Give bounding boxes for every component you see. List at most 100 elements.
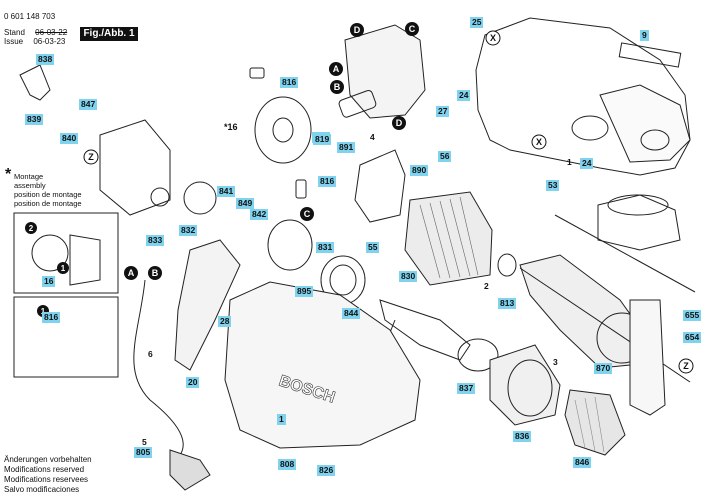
part-label-870: 870 [594,363,613,374]
part-label-836: 836 [513,431,532,442]
callout-C1: C [405,22,419,36]
montage-line-3: position de montage [14,190,82,199]
depth-gauge [554,214,696,293]
callout-B2: B [148,266,162,280]
part-label-16-star: *16 [224,122,238,132]
callout-B1: B [330,80,344,94]
label-strip [618,42,682,68]
footer-line-es: Salvo modificaciones [4,485,80,494]
switch-lever [338,90,377,118]
callout-X1: X [485,30,501,46]
callout-Z2: Z [678,358,694,374]
inset-callout-1a: 1 [57,262,69,274]
part-label-55: 55 [366,242,380,253]
part-label-831: 831 [316,242,335,253]
part-label-816-inset: 816 [42,312,61,323]
issue-date: 06-03-23 [33,37,66,46]
brush-plate-top-inner [272,117,294,143]
main-body-housing [224,281,421,449]
fan-841 [183,181,217,215]
callout-D2: D [392,116,406,130]
part-label-849: 849 [236,198,255,209]
bearing-833 [150,187,170,207]
part-label-1-top: 1 [567,157,572,167]
part-label-833: 833 [146,235,165,246]
housing-handle-grip [599,84,691,163]
part-label-27: 27 [436,106,450,117]
montage-line-1: Montage [14,172,44,181]
part-label-20: 20 [186,377,200,388]
switch-block [344,24,426,119]
gear-831 [267,219,313,271]
callout-X2: X [531,134,547,150]
part-label-3: 3 [553,357,558,367]
part-label-2: 2 [484,281,489,291]
callout-D1: D [350,23,364,37]
part-label-9: 9 [640,30,649,41]
part-label-24-b: 24 [580,158,594,169]
part-label-16-inset: 16 [42,276,56,287]
handle-28 [174,239,241,371]
svg-text:X: X [490,33,496,43]
chuck-836 [489,344,561,426]
footer-line-en: Modifications reserved [4,465,85,474]
part-label-6: 6 [148,349,153,359]
part-label-56: 56 [438,151,452,162]
svg-text:A: A [128,268,135,278]
chuck-846 [564,389,626,456]
stand-text: Stand [4,28,25,37]
part-label-654: 654 [683,332,702,343]
housing-bore [571,115,609,141]
part-label-28: 28 [218,316,232,327]
svg-text:X: X [536,137,542,147]
brush-816b [295,179,307,199]
svg-text:A: A [333,64,340,74]
part-label-832: 832 [179,225,198,236]
part-label-805: 805 [134,447,153,458]
svg-text:Z: Z [683,361,689,371]
part-label-813: 813 [498,298,517,309]
svg-text:B: B [152,268,159,278]
stand-date-old: 06-03-22 [35,28,68,37]
part-label-53: 53 [546,180,560,191]
brush-cage [354,149,406,223]
part-label-1-bottom: 1 [277,414,286,425]
footer-line-fr: Modifications reservees [4,475,89,484]
part-label-826: 826 [317,465,336,476]
part-label-846: 846 [573,457,592,468]
montage-star: * [5,166,12,183]
part-label-844: 844 [342,308,361,319]
tool-838 [19,64,51,101]
part-label-890: 890 [410,165,429,176]
part-label-4: 4 [370,132,375,142]
inset-box-upper [13,212,119,294]
gear-ring-895-inner [329,264,357,296]
part-label-837: 837 [457,383,476,394]
bearing-813 [497,253,517,277]
callout-A1: A [329,62,343,76]
part-label-819: 819 [313,134,332,145]
brush-plate-top [254,96,312,164]
svg-text:2: 2 [29,224,34,233]
svg-text:1: 1 [61,264,66,273]
inset-bracket [69,234,101,286]
part-label-840: 840 [60,133,79,144]
part-label-842: 842 [250,209,269,220]
svg-text:D: D [396,118,403,128]
footer-line-de: Änderungen vorbehalten [4,455,92,464]
housing-bore-2 [640,129,670,151]
part-label-816-c: 816 [318,176,337,187]
part-label-847: 847 [79,99,98,110]
stand-label: Stand 06-03-22 [4,28,67,38]
part-label-839: 839 [25,114,44,125]
spindle [379,299,471,361]
svg-text:Z: Z [88,152,94,162]
callout-Z1: Z [83,149,99,165]
figure-label: Fig./Abb. 1 [80,27,138,41]
callout-A2: A [124,266,138,280]
plug [169,449,211,491]
part-label-25: 25 [470,17,484,28]
brush-816a [249,67,265,79]
part-label-891: 891 [337,142,356,153]
